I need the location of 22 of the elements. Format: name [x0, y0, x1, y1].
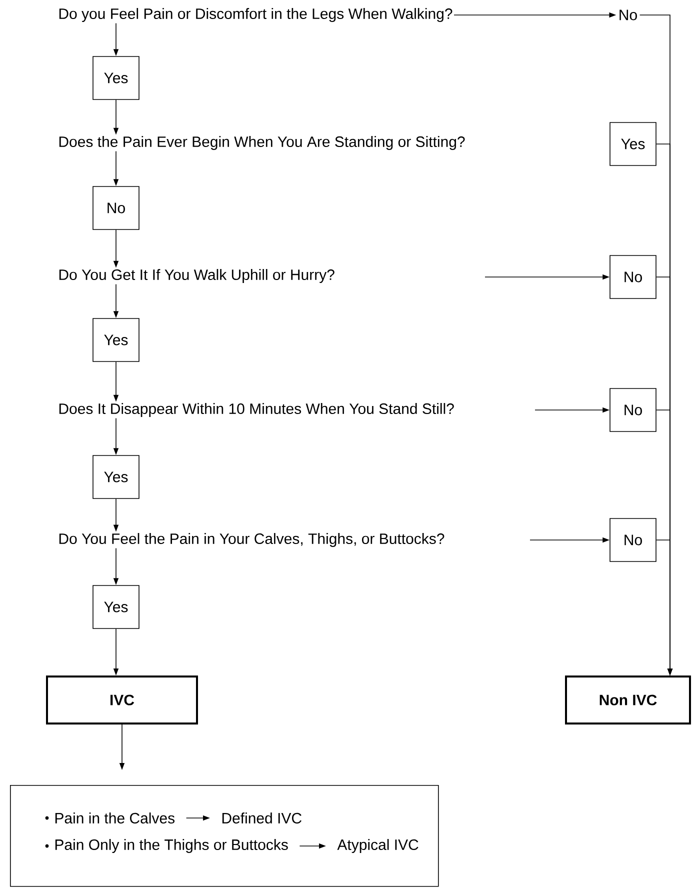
- outcome-box: Non IVC: [565, 676, 691, 724]
- answer-box: Yes: [92, 56, 140, 100]
- outcome-box: IVC: [46, 676, 198, 724]
- answer-box: Yes: [92, 318, 140, 362]
- answer-box: Yes: [92, 455, 140, 499]
- result-text: Pain in the Calves: [55, 812, 175, 824]
- answer-box: No: [92, 186, 140, 230]
- answer-box: Yes: [92, 585, 140, 629]
- answer-box: Yes: [610, 122, 656, 166]
- question-text: Do You Feel the Pain in Your Calves, Thighs, or Buttocks?: [59, 533, 444, 547]
- result-text: Atypical IVC: [337, 839, 418, 853]
- question-text: Does the Pain Ever Begin When You Are Standing or Sitting?: [59, 136, 465, 150]
- answer-box: No: [610, 255, 656, 299]
- result-text: Defined IVC: [222, 812, 302, 824]
- answer-text: No: [620, 10, 637, 20]
- question-text: Do You Get It If You Walk Uphill or Hurry?: [59, 269, 334, 283]
- result-box: [10, 785, 439, 887]
- question-text: Do you Feel Pain or Discomfort in the Legs When Walking?: [59, 8, 452, 22]
- answer-box: No: [610, 518, 656, 562]
- question-text: Does It Disappear Within 10 Minutes When You Stand Still?: [59, 403, 454, 417]
- answer-box: No: [610, 388, 656, 432]
- result-text: Pain Only in the Thighs or Buttocks: [55, 839, 288, 853]
